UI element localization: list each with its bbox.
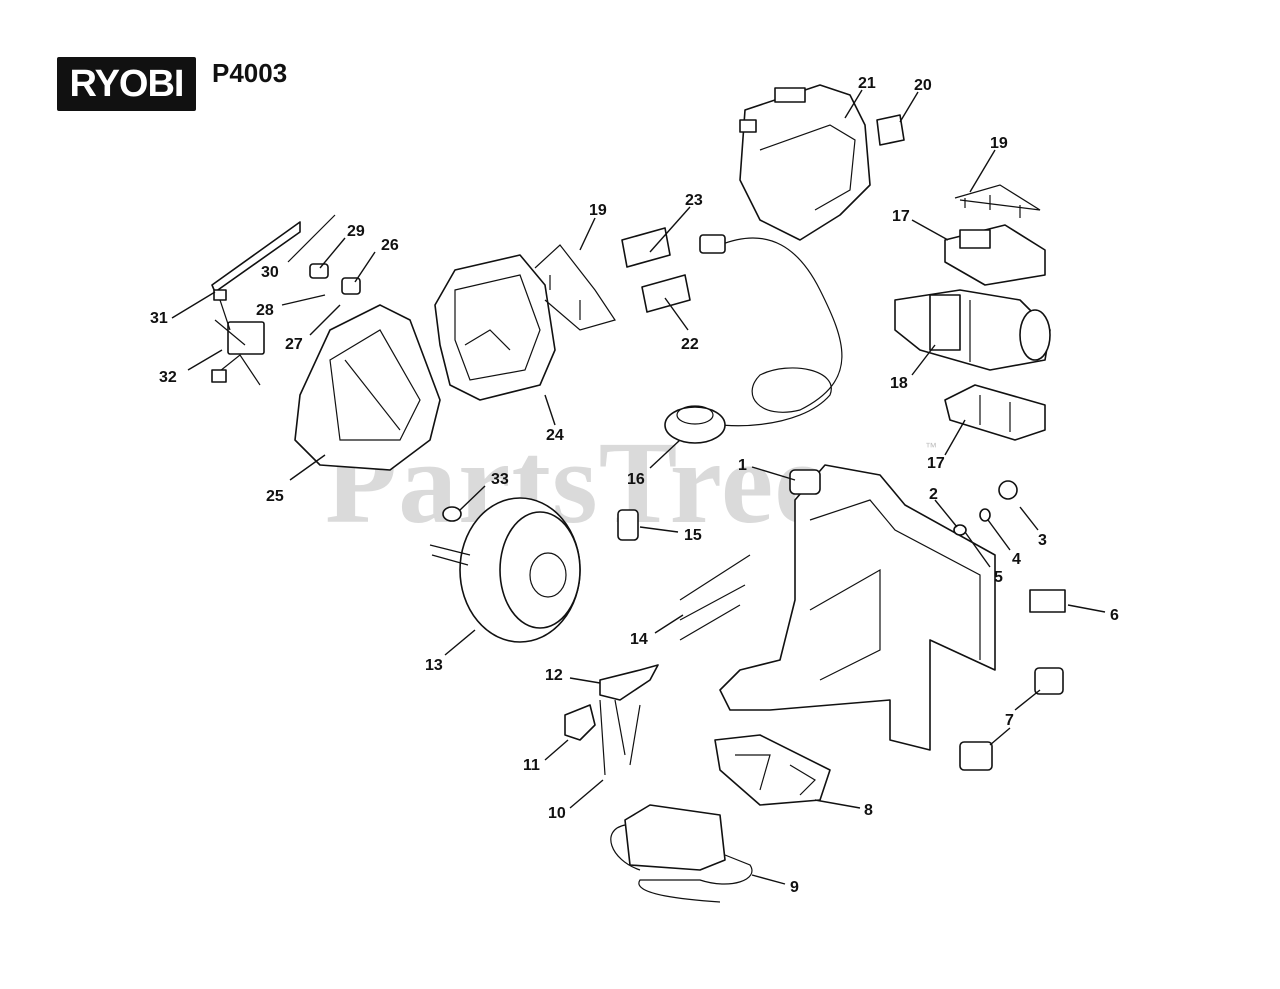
part-25-housing-half <box>294 304 441 471</box>
callout-8: 8 <box>864 802 873 819</box>
callout-25: 25 <box>266 488 284 505</box>
callout-6: 6 <box>1110 607 1119 624</box>
part-22-label <box>641 274 691 313</box>
callout-28: 28 <box>256 302 274 319</box>
callout-7: 7 <box>1005 712 1014 729</box>
callout-14: 14 <box>630 631 648 648</box>
callout-19-right: 19 <box>990 135 1008 152</box>
callout-1: 1 <box>738 457 747 474</box>
callout-15: 15 <box>684 527 702 544</box>
leader-lines <box>171 89 1106 885</box>
callout-3: 3 <box>1038 532 1047 549</box>
callout-21: 21 <box>858 75 876 92</box>
callout-16: 16 <box>627 471 645 488</box>
ryobi-logo: RYOBI <box>57 57 196 111</box>
parts-26-29-switch-parts <box>287 214 361 295</box>
callout-23: 23 <box>685 192 703 209</box>
part-21-cover <box>739 84 871 241</box>
part-1-frame <box>719 464 996 751</box>
callout-4: 4 <box>1012 551 1021 568</box>
watermark-trademark: ™ <box>925 440 937 454</box>
callout-18: 18 <box>890 375 908 392</box>
callout-9: 9 <box>790 879 799 896</box>
part-10-screws <box>599 699 641 776</box>
callout-13: 13 <box>425 657 443 674</box>
callout-31: 31 <box>150 310 168 327</box>
part-33-knob <box>442 506 462 522</box>
part-8-holder <box>714 734 831 806</box>
part-13-drum <box>429 497 581 643</box>
callout-27: 27 <box>285 336 303 353</box>
part-17-motor-bracket-lower <box>944 384 1046 441</box>
callout-19-left: 19 <box>589 202 607 219</box>
callout-33: 33 <box>491 471 509 488</box>
part-24-housing-half <box>434 254 556 401</box>
callout-5: 5 <box>994 569 1003 586</box>
part-14-screws <box>679 554 751 641</box>
part-18-motor <box>894 289 1051 371</box>
callout-labels: 1 2 3 4 5 6 7 8 9 10 11 12 13 14 15 16 1… <box>150 75 1119 896</box>
callout-12: 12 <box>545 667 563 684</box>
part-32-wiring <box>211 289 265 386</box>
part-7-caps <box>959 667 1064 771</box>
part-19-springs-left <box>534 244 616 331</box>
part-17-motor-bracket-upper <box>944 224 1046 286</box>
part-16-foot-pedal-and-cord <box>664 234 843 444</box>
part-23-label <box>621 227 671 268</box>
part-12-guide <box>599 664 659 701</box>
callout-22: 22 <box>681 336 699 353</box>
callout-2: 2 <box>929 486 938 503</box>
brand-name: RYOBI <box>69 63 185 105</box>
callout-10: 10 <box>548 805 566 822</box>
callout-17-upper: 17 <box>892 208 910 225</box>
model-number: P4003 <box>212 58 288 88</box>
callout-30: 30 <box>261 264 279 281</box>
part-19-springs-right <box>954 184 1041 218</box>
callout-26: 26 <box>381 237 399 254</box>
callout-29: 29 <box>347 223 365 240</box>
callout-20: 20 <box>914 77 932 94</box>
callout-32: 32 <box>159 369 177 386</box>
part-20-label <box>876 114 905 146</box>
parts-2-5-small-hardware <box>953 480 1018 536</box>
part-9-charger <box>610 804 753 903</box>
part-15-clamp <box>617 509 639 541</box>
callout-17-lower: 17 <box>927 455 945 472</box>
part-31-sheet <box>211 221 301 293</box>
callout-11: 11 <box>523 757 540 774</box>
part-11-bracket <box>564 704 596 741</box>
callout-24: 24 <box>546 427 564 444</box>
part-6-label <box>1029 589 1066 613</box>
